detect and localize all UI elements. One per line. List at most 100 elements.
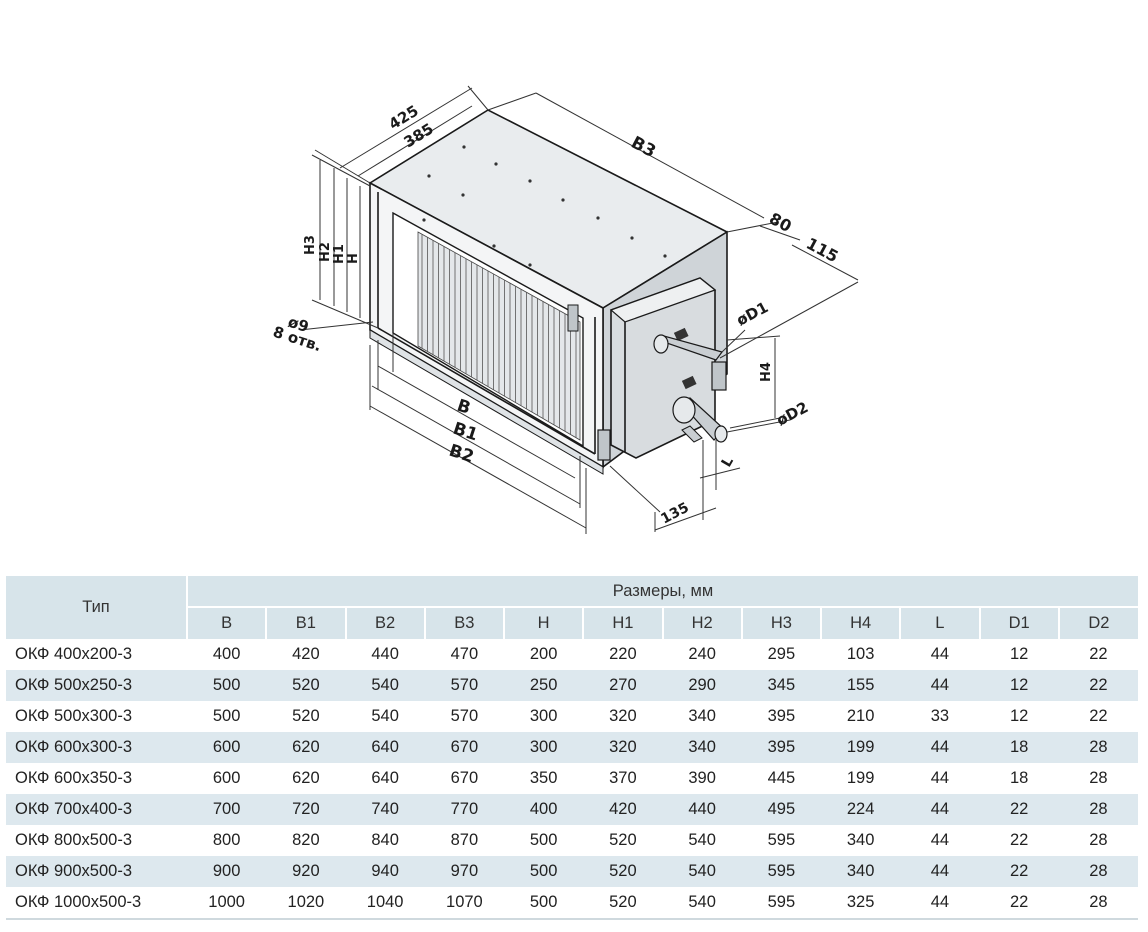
dimension-cell: 600: [187, 732, 267, 763]
model-name-cell: ОКФ 500х300-3: [15, 707, 132, 725]
dimension-cell: 340: [821, 856, 901, 887]
dimension-cell: 12: [1009, 707, 1029, 725]
dimension-cell: 920: [266, 856, 346, 887]
dimension-cell: 520: [292, 707, 320, 725]
dimension-cell: 28: [1058, 887, 1138, 920]
dimension-cell: 22: [1089, 707, 1108, 725]
dimension-cell: 224: [821, 794, 901, 825]
dimension-cell: 440: [662, 794, 742, 825]
dimension-cell: 640: [371, 769, 399, 787]
dimension-cell: 540: [662, 856, 742, 887]
dimension-cell: 1070: [424, 887, 504, 920]
dimension-cell: 250: [504, 670, 584, 701]
dim-label-135: 135: [658, 500, 691, 528]
model-name-cell: ОКФ 700х400-3: [6, 794, 187, 825]
dim-label-h2: H2: [318, 242, 333, 262]
dimension-cell: 570: [450, 707, 479, 725]
dim-label-h4: H4: [759, 362, 774, 382]
dim-label-l: L: [719, 454, 737, 470]
column-header-b: B: [185, 606, 267, 639]
dimension-cell: 1000: [187, 887, 267, 920]
dimension-cell: 820: [292, 831, 320, 849]
dimension-cell: 22: [979, 887, 1059, 920]
coil-fins: [421, 234, 577, 438]
dimension-cell: 440: [371, 645, 399, 663]
dimension-cell: 22: [1058, 670, 1138, 701]
dimension-cell: 520: [609, 831, 637, 849]
dimension-cell: 445: [767, 769, 796, 787]
dimension-cell: 22: [1089, 645, 1108, 663]
dimension-cell: 1040: [345, 887, 425, 920]
dimension-cell: 22: [1009, 831, 1029, 849]
dimension-cell: 44: [900, 887, 980, 920]
dimension-cell: 700: [187, 794, 267, 825]
dimension-cell: 720: [266, 794, 346, 825]
dimension-cell: 220: [609, 645, 637, 663]
type-column-header: Тип: [6, 576, 188, 639]
dimension-cell: 620: [292, 769, 320, 787]
pipe-d1: [653, 334, 724, 361]
dimension-cell: 670: [424, 732, 504, 763]
column-header-h3: H3: [740, 606, 821, 639]
dimension-cell: 420: [583, 794, 663, 825]
dimension-cell: 300: [529, 707, 558, 725]
dimension-cell: 155: [821, 670, 901, 701]
dimension-cell: 595: [741, 856, 821, 887]
dimension-cell: 1020: [266, 887, 346, 920]
dim-label-b: B: [454, 396, 473, 419]
dimension-cell: 44: [900, 794, 980, 825]
dimension-cell: 900: [187, 856, 267, 887]
dimension-cell: 970: [424, 856, 504, 887]
dimension-cell: 620: [266, 732, 346, 763]
dimension-cell: 940: [345, 856, 425, 887]
dimension-cell: 420: [292, 645, 320, 663]
dimension-cell: 800: [212, 831, 241, 849]
dimension-cell: 44: [900, 670, 980, 701]
column-header-b3: B3: [423, 606, 504, 639]
column-header-h1: H1: [582, 606, 663, 639]
dim-label-phiD1: øD1: [733, 298, 771, 329]
column-header-h: H: [502, 606, 584, 639]
dimension-cell: 470: [450, 645, 479, 663]
model-name-cell: ОКФ 600х300-3: [6, 732, 187, 763]
dimension-cell: 350: [529, 769, 558, 787]
dimensions-group-header: Размеры, мм: [187, 576, 1138, 607]
top-rivets: [422, 145, 667, 267]
dimension-cell: 540: [688, 831, 716, 849]
dimension-cell: 500: [504, 856, 584, 887]
dimension-cell: 199: [846, 769, 875, 787]
dimension-cell: 28: [1058, 732, 1138, 763]
model-name-cell: ОКФ 1000х500-3: [6, 887, 187, 920]
dimension-cell: 325: [821, 887, 901, 920]
column-header-h4: H4: [819, 606, 901, 639]
duct-heater-dimension-drawing: 425 385 B3 80 115 H3 H2 H1 H ø9 8 отв. B…: [271, 85, 859, 534]
dimension-cell: 44: [900, 856, 980, 887]
model-name-cell: ОКФ 500х250-3: [6, 670, 187, 701]
dimension-cell: 22: [979, 794, 1059, 825]
dimension-cell: 495: [741, 794, 821, 825]
dimension-cell: 240: [688, 645, 716, 663]
dimension-cell: 28: [1058, 794, 1138, 825]
dimension-cell: 340: [846, 831, 875, 849]
dimension-cell: 640: [345, 732, 425, 763]
dimension-cell: 44: [930, 831, 950, 849]
column-header-d1: D1: [978, 606, 1059, 639]
dimension-cell: 540: [345, 670, 425, 701]
dimension-cell: 670: [450, 769, 479, 787]
dimension-cell: 600: [212, 769, 241, 787]
dimension-cell: 28: [1089, 769, 1108, 787]
dimension-cell: 320: [583, 732, 663, 763]
dimension-cell: 295: [767, 645, 796, 663]
dimension-cell: 520: [583, 887, 663, 920]
dimension-cell: 390: [688, 769, 716, 787]
dimension-cell: 44: [930, 769, 950, 787]
dimension-cell: 570: [424, 670, 504, 701]
dimension-cell: 595: [741, 887, 821, 920]
